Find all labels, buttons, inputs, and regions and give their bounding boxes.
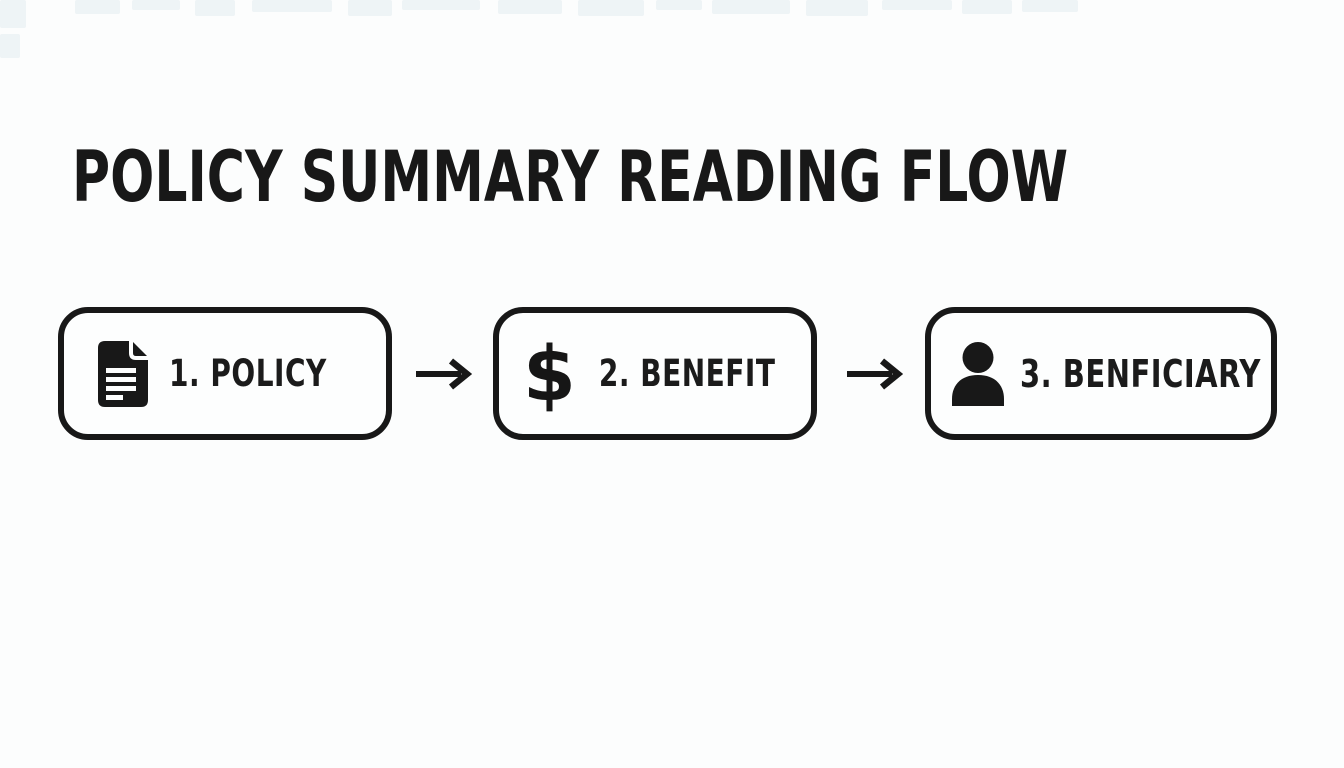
top-edge-artifact	[132, 0, 180, 10]
step-label: 2. BENEFIT	[598, 351, 776, 396]
top-edge-artifact	[656, 0, 702, 10]
top-edge-artifact	[0, 34, 20, 58]
document-icon	[98, 340, 148, 407]
top-edge-artifact	[348, 0, 392, 16]
person-icon	[952, 341, 1004, 406]
top-edge-artifact	[962, 0, 1012, 14]
step-label: 1. POLICY	[169, 351, 327, 396]
step-label: 3. BENFICIARY	[1020, 351, 1261, 396]
top-edge-artifact	[806, 0, 868, 16]
top-edge-artifact	[578, 0, 644, 16]
top-edge-artifact	[195, 0, 235, 16]
arrow-right-icon	[416, 358, 472, 390]
page-title-text: POLICY SUMMARY READING FLOW	[72, 137, 1069, 219]
flow-step-beneficiary: 3. BENFICIARY	[925, 307, 1277, 440]
top-edge-artifact	[498, 0, 562, 14]
top-edge-artifact	[75, 0, 120, 14]
flow-step-benefit: $ 2. BENEFIT	[493, 307, 817, 440]
flow-step-policy: 1. POLICY	[58, 307, 392, 440]
dollar-icon: $	[523, 328, 576, 418]
top-edge-artifact	[402, 0, 480, 10]
top-edge-artifact	[712, 0, 790, 14]
top-edge-artifact	[882, 0, 952, 10]
top-edge-artifact	[252, 0, 332, 12]
top-edge-artifact	[0, 0, 26, 28]
top-edge-artifact	[1022, 0, 1078, 12]
page-title: POLICY SUMMARY READING FLOW	[72, 138, 1068, 219]
arrow-right-icon	[847, 358, 903, 390]
